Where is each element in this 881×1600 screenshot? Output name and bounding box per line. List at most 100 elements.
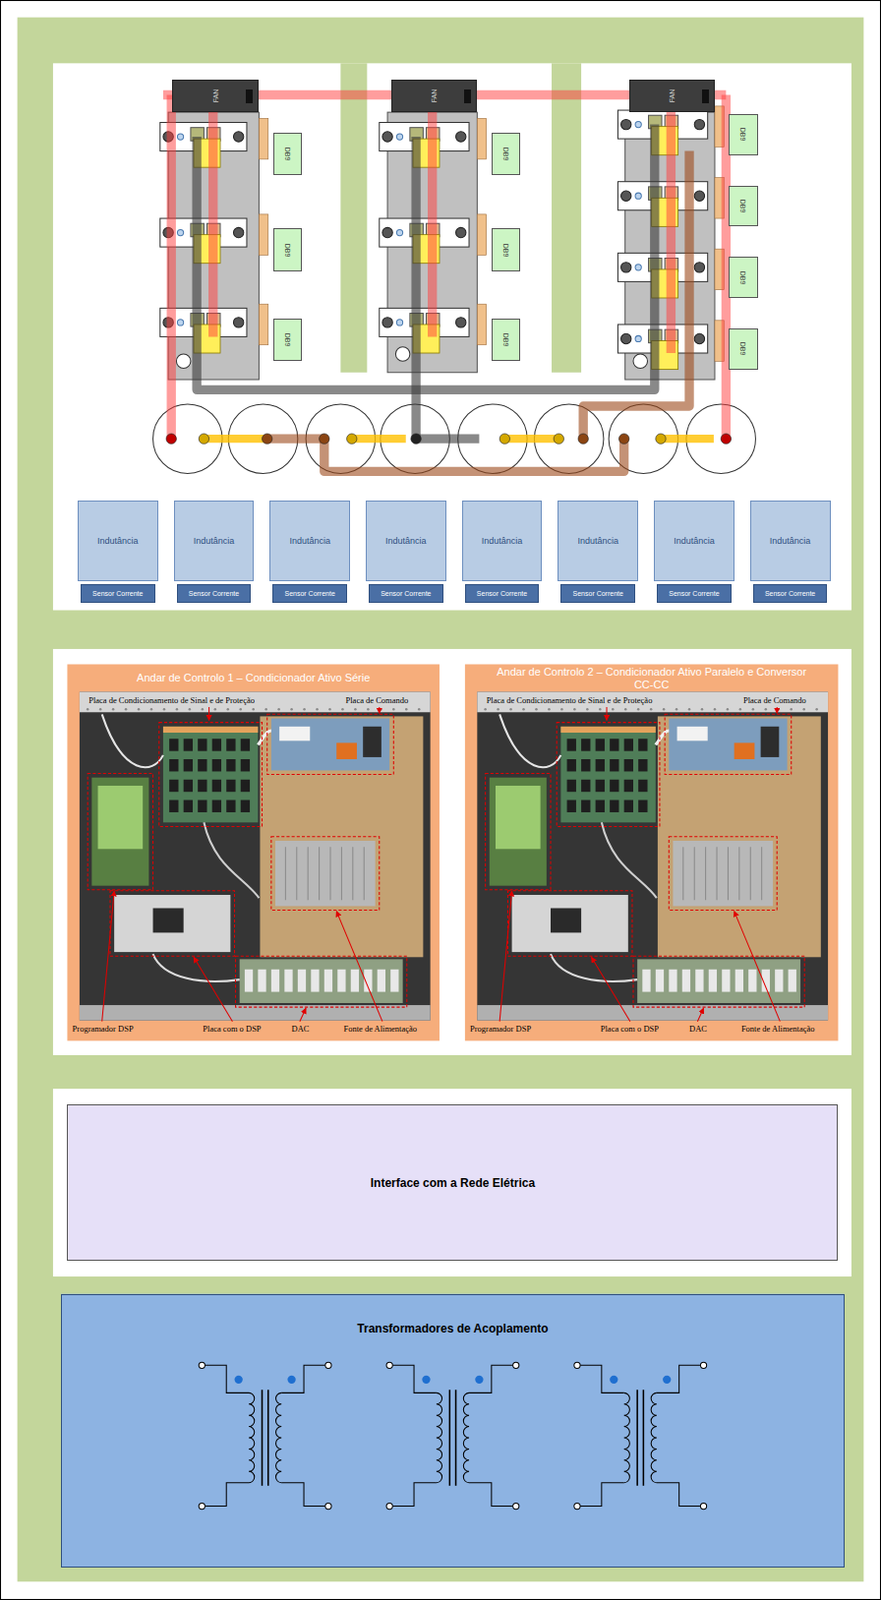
- rail-hole: [124, 707, 127, 710]
- module-pin: [176, 229, 183, 235]
- terminal: [574, 1361, 581, 1368]
- db9-connector: DB9: [491, 318, 521, 362]
- ic-chip: [240, 800, 250, 813]
- chassis: [476, 692, 828, 1021]
- winding-lead: [204, 1364, 249, 1393]
- rail-hole: [802, 707, 805, 710]
- node-label: DB9: [739, 270, 747, 285]
- core-line: [643, 1389, 646, 1486]
- rail-hole: [547, 707, 550, 710]
- rail-hole: [137, 707, 140, 710]
- vent-line: [295, 846, 297, 900]
- node-label: DB9: [502, 147, 510, 162]
- rail-hole: [611, 707, 614, 710]
- rail-hole: [560, 707, 563, 710]
- module-pin: [635, 264, 642, 271]
- ic-chip: [362, 726, 382, 758]
- winding-lead: [469, 1364, 514, 1393]
- core-line: [455, 1389, 458, 1486]
- callout-label: Placa de Comando: [345, 696, 411, 705]
- ic-chip: [624, 738, 634, 751]
- module-pin: [635, 192, 642, 199]
- ic-chip: [609, 800, 619, 813]
- core-line: [449, 1389, 452, 1486]
- db9-connector: DB9: [273, 318, 302, 362]
- winding-lead: [580, 1482, 625, 1507]
- winding-coil: [248, 1392, 255, 1482]
- pcb: [637, 958, 801, 1003]
- capacitor-terminal: [655, 433, 666, 444]
- highlight-box: [668, 836, 777, 911]
- node-label: DB9: [502, 242, 510, 257]
- callout-label: Programador DSP: [71, 1024, 135, 1034]
- leader-arrow: [606, 706, 608, 720]
- connector: [748, 969, 757, 993]
- ic-chip: [624, 759, 634, 771]
- vent-line: [307, 846, 309, 900]
- terminal: [700, 1502, 706, 1509]
- polarity-dot: [421, 1375, 430, 1384]
- module-screw: [233, 131, 243, 142]
- polarity-dot: [474, 1375, 483, 1384]
- vent-line: [318, 846, 320, 900]
- rail-hole: [739, 707, 742, 710]
- rail-hole: [366, 707, 369, 710]
- highlight-box: [110, 890, 235, 956]
- module-screw: [694, 262, 705, 273]
- pcb: [271, 717, 390, 770]
- ic-chip: [624, 779, 634, 792]
- ic-chip: [567, 800, 577, 813]
- leader-arrow: [336, 911, 383, 1022]
- ic-chip: [226, 779, 235, 792]
- rail-hole: [522, 707, 525, 710]
- driver-board: [258, 303, 268, 346]
- dsp-chip: [153, 907, 184, 933]
- rail-hole: [637, 707, 640, 710]
- leader-arrow: [697, 1007, 704, 1021]
- rail-hole: [251, 707, 254, 710]
- leader-arrow: [590, 956, 630, 1021]
- module-pin: [635, 120, 642, 127]
- ic-chip: [169, 779, 178, 792]
- ic-chip: [609, 738, 619, 751]
- rail-hole: [573, 707, 576, 710]
- ic-chip: [581, 779, 590, 792]
- terminal: [198, 1361, 205, 1368]
- inductor-box: Indutância: [269, 500, 351, 582]
- node-label: Sensor Corrente: [380, 589, 431, 597]
- highlight-box: [267, 713, 395, 774]
- winding-lead: [392, 1482, 437, 1507]
- capacitor-terminal: [347, 433, 357, 444]
- connector: [560, 726, 655, 733]
- relay: [734, 742, 756, 760]
- pcb: [512, 894, 629, 952]
- capacitor-terminal: [166, 433, 177, 444]
- grid-interface-box: Interface com a Rede Elétrica: [66, 1104, 838, 1262]
- connector: [695, 969, 704, 993]
- capacitor-terminal: [553, 433, 564, 444]
- rail-hole: [188, 707, 191, 710]
- node-label: DB9: [284, 333, 292, 348]
- winding-lead: [204, 1482, 249, 1507]
- callout-label: DAC: [291, 1024, 311, 1034]
- module-screw: [456, 317, 467, 328]
- ribbon-cable: [257, 730, 271, 746]
- rail-hole: [353, 707, 356, 710]
- connector: [677, 726, 708, 742]
- capacitor-terminal: [262, 433, 273, 444]
- node-label: DB9: [739, 342, 747, 356]
- connector: [337, 969, 346, 993]
- winding-lead: [281, 1364, 326, 1393]
- winding-coil: [463, 1392, 470, 1482]
- ic-chip: [240, 779, 250, 792]
- node-label: FAN: [430, 89, 438, 104]
- busbar: [352, 434, 407, 443]
- busbar: [203, 434, 267, 443]
- terminal: [325, 1361, 332, 1368]
- ribbon-cable: [655, 730, 669, 746]
- node-label: Indutância: [769, 535, 812, 546]
- callout-label: Placa de Condicionamento de Sinal e de P…: [485, 696, 654, 705]
- connector: [271, 969, 280, 993]
- dsp-chip: [550, 907, 582, 933]
